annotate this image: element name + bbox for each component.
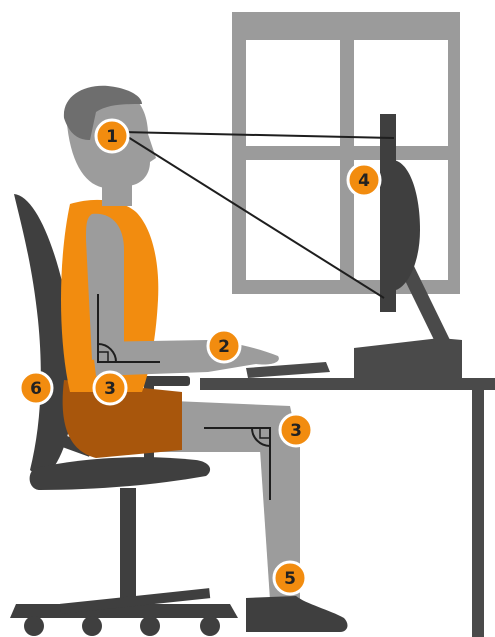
marker-6-label: 6 — [30, 379, 42, 399]
marker-5: 5 — [274, 562, 306, 594]
chair-caster — [140, 616, 160, 636]
upper-arm — [86, 214, 124, 360]
window-pane-top-left — [246, 40, 340, 146]
marker-4-label: 4 — [358, 171, 370, 191]
marker-1-label: 1 — [106, 127, 118, 147]
marker-2: 2 — [208, 330, 240, 362]
chair-caster — [82, 616, 102, 636]
monitor-screen — [380, 114, 396, 312]
keyboard — [246, 362, 330, 378]
chair-column — [120, 488, 136, 598]
marker-3-knee-label: 3 — [290, 421, 302, 441]
marker-1: 1 — [96, 120, 128, 152]
desk-top — [200, 378, 495, 390]
shoe — [246, 596, 347, 632]
monitor-base — [354, 338, 462, 378]
marker-4: 4 — [348, 164, 380, 196]
chair-caster — [200, 616, 220, 636]
window — [232, 12, 460, 294]
chair-caster — [24, 616, 44, 636]
desk-leg — [472, 390, 484, 637]
marker-3-hip: 3 — [94, 372, 126, 404]
marker-5-label: 5 — [284, 569, 296, 589]
marker-3-knee: 3 — [280, 414, 312, 446]
window-pane-top-right — [354, 40, 448, 146]
marker-2-label: 2 — [218, 337, 230, 357]
marker-3-hip-label: 3 — [104, 379, 116, 399]
marker-6: 6 — [20, 372, 52, 404]
